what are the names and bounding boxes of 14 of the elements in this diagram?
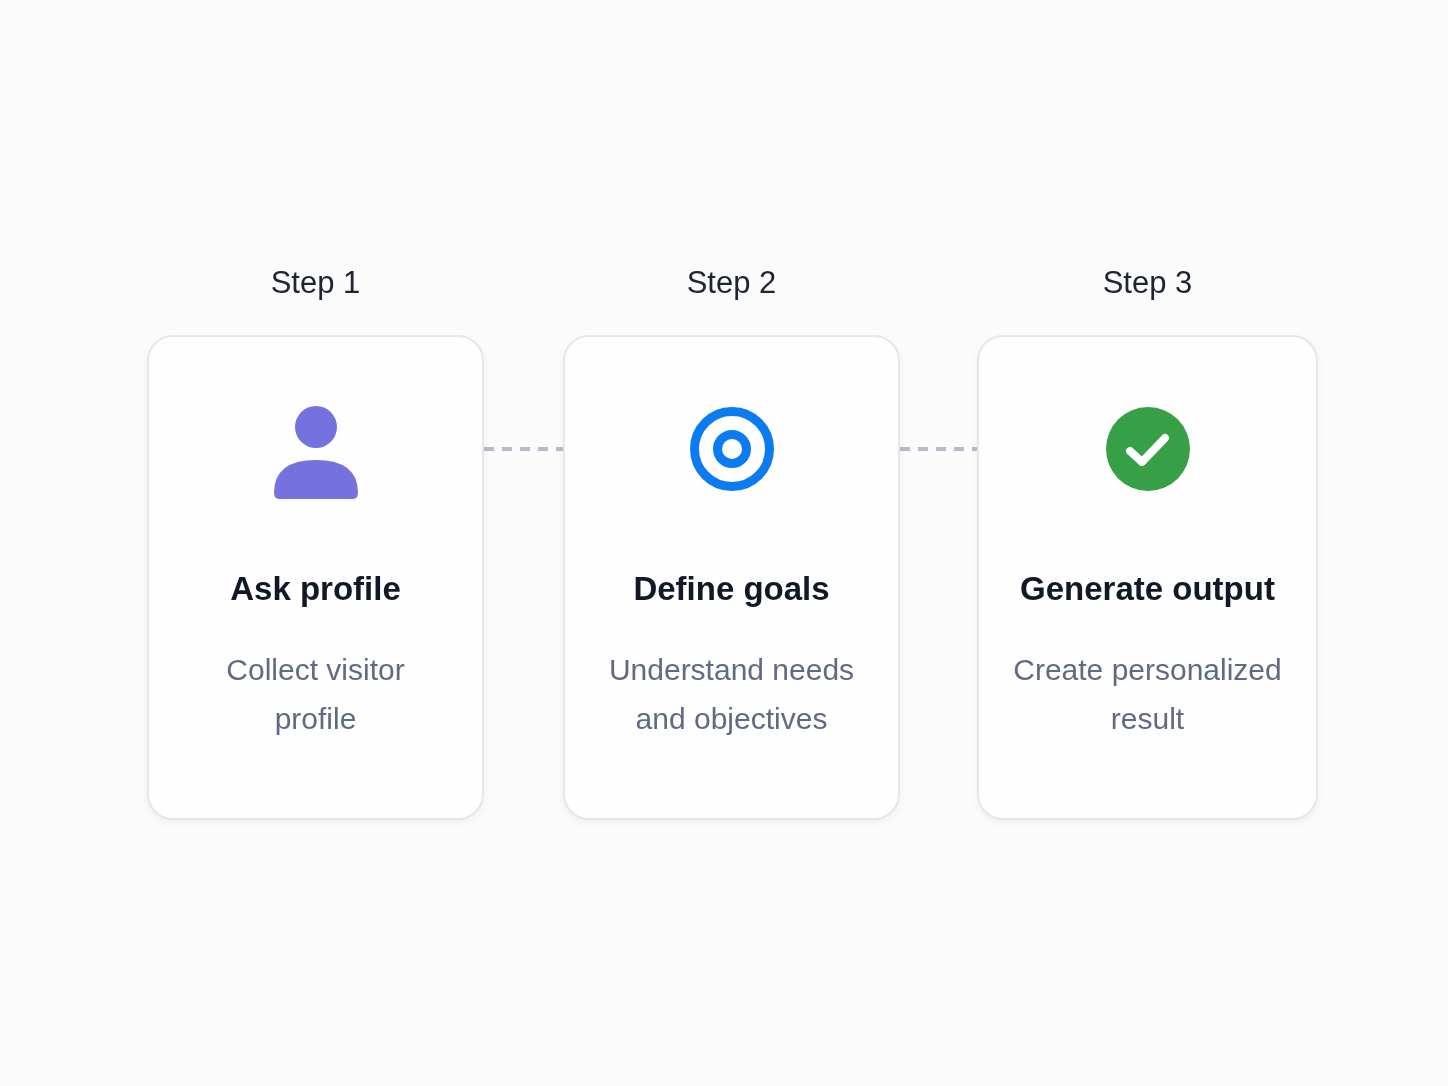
step-label: Step 3: [1102, 265, 1193, 301]
process-card: [977, 335, 1318, 820]
step-label: Step 1: [270, 265, 361, 301]
card-description: Create personalized result: [1012, 652, 1283, 737]
card-description: Understand needs and objectives: [607, 652, 856, 737]
card-title: Generate output: [1020, 569, 1275, 609]
card-description: Collect visitor profile: [225, 652, 406, 737]
process-card: [147, 335, 484, 820]
card-title: Define goals: [633, 569, 830, 609]
card-title: Ask profile: [230, 569, 401, 609]
dashed-connector: [484, 447, 563, 451]
step-label: Step 2: [686, 265, 777, 301]
dashed-connector: [900, 447, 977, 451]
process-card: [563, 335, 900, 820]
